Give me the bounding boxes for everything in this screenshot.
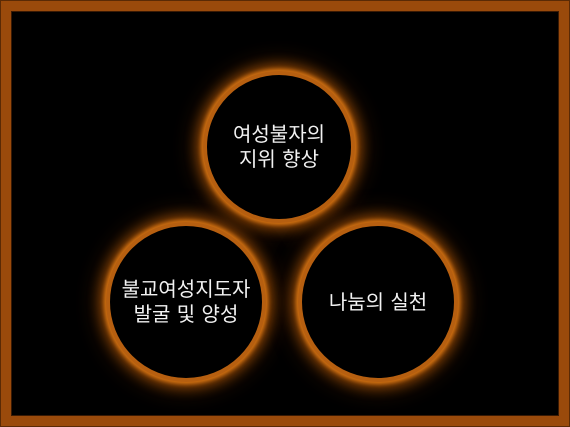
circle-node-sharing: 나눔의 실천 — [298, 222, 458, 382]
circle-node-status: 여성불자의 지위 향상 — [203, 71, 355, 223]
node-label-line: 불교여성지도자 — [121, 277, 251, 301]
circle-node-leaders: 불교여성지도자 발굴 및 양성 — [106, 222, 266, 382]
node-label-leaders: 불교여성지도자 발굴 및 양성 — [122, 277, 251, 327]
node-label-status: 여성불자의 지위 향상 — [233, 122, 325, 172]
node-label-sharing: 나눔의 실천 — [329, 290, 427, 315]
node-label-line: 나눔의 실천 — [328, 289, 428, 314]
node-label-line: 발굴 및 양성 — [133, 302, 239, 326]
node-label-line: 여성불자의 — [233, 122, 325, 146]
node-label-line: 지위 향상 — [239, 147, 319, 171]
slide-canvas — [11, 11, 559, 416]
